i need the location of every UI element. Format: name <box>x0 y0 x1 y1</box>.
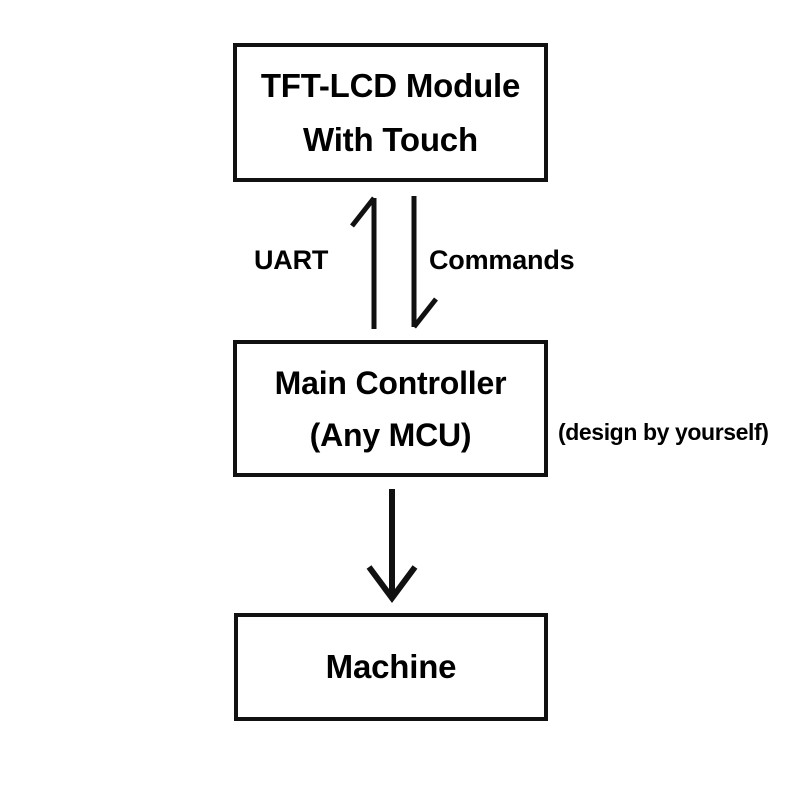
edge-label-commands: Commands <box>429 245 575 275</box>
node-tft-lcd-module-line2: With Touch <box>303 120 478 158</box>
node-tft-lcd-module: TFT-LCD Module With Touch <box>233 43 548 182</box>
node-tft-lcd-module-line1: TFT-LCD Module <box>260 66 521 104</box>
arrow-uart-up <box>350 196 377 329</box>
node-main-controller-line2: (Any MCU) <box>309 416 472 453</box>
node-main-controller: Main Controller (Any MCU) <box>233 340 548 477</box>
node-machine-line1: Machine <box>325 648 457 685</box>
edge-label-uart: UART <box>254 245 329 275</box>
node-machine: Machine <box>234 613 548 721</box>
annotation-design-by-yourself: (design by yourself) <box>558 419 769 445</box>
arrow-mcu-to-machine <box>366 489 418 604</box>
node-main-controller-line1: Main Controller <box>274 364 507 401</box>
